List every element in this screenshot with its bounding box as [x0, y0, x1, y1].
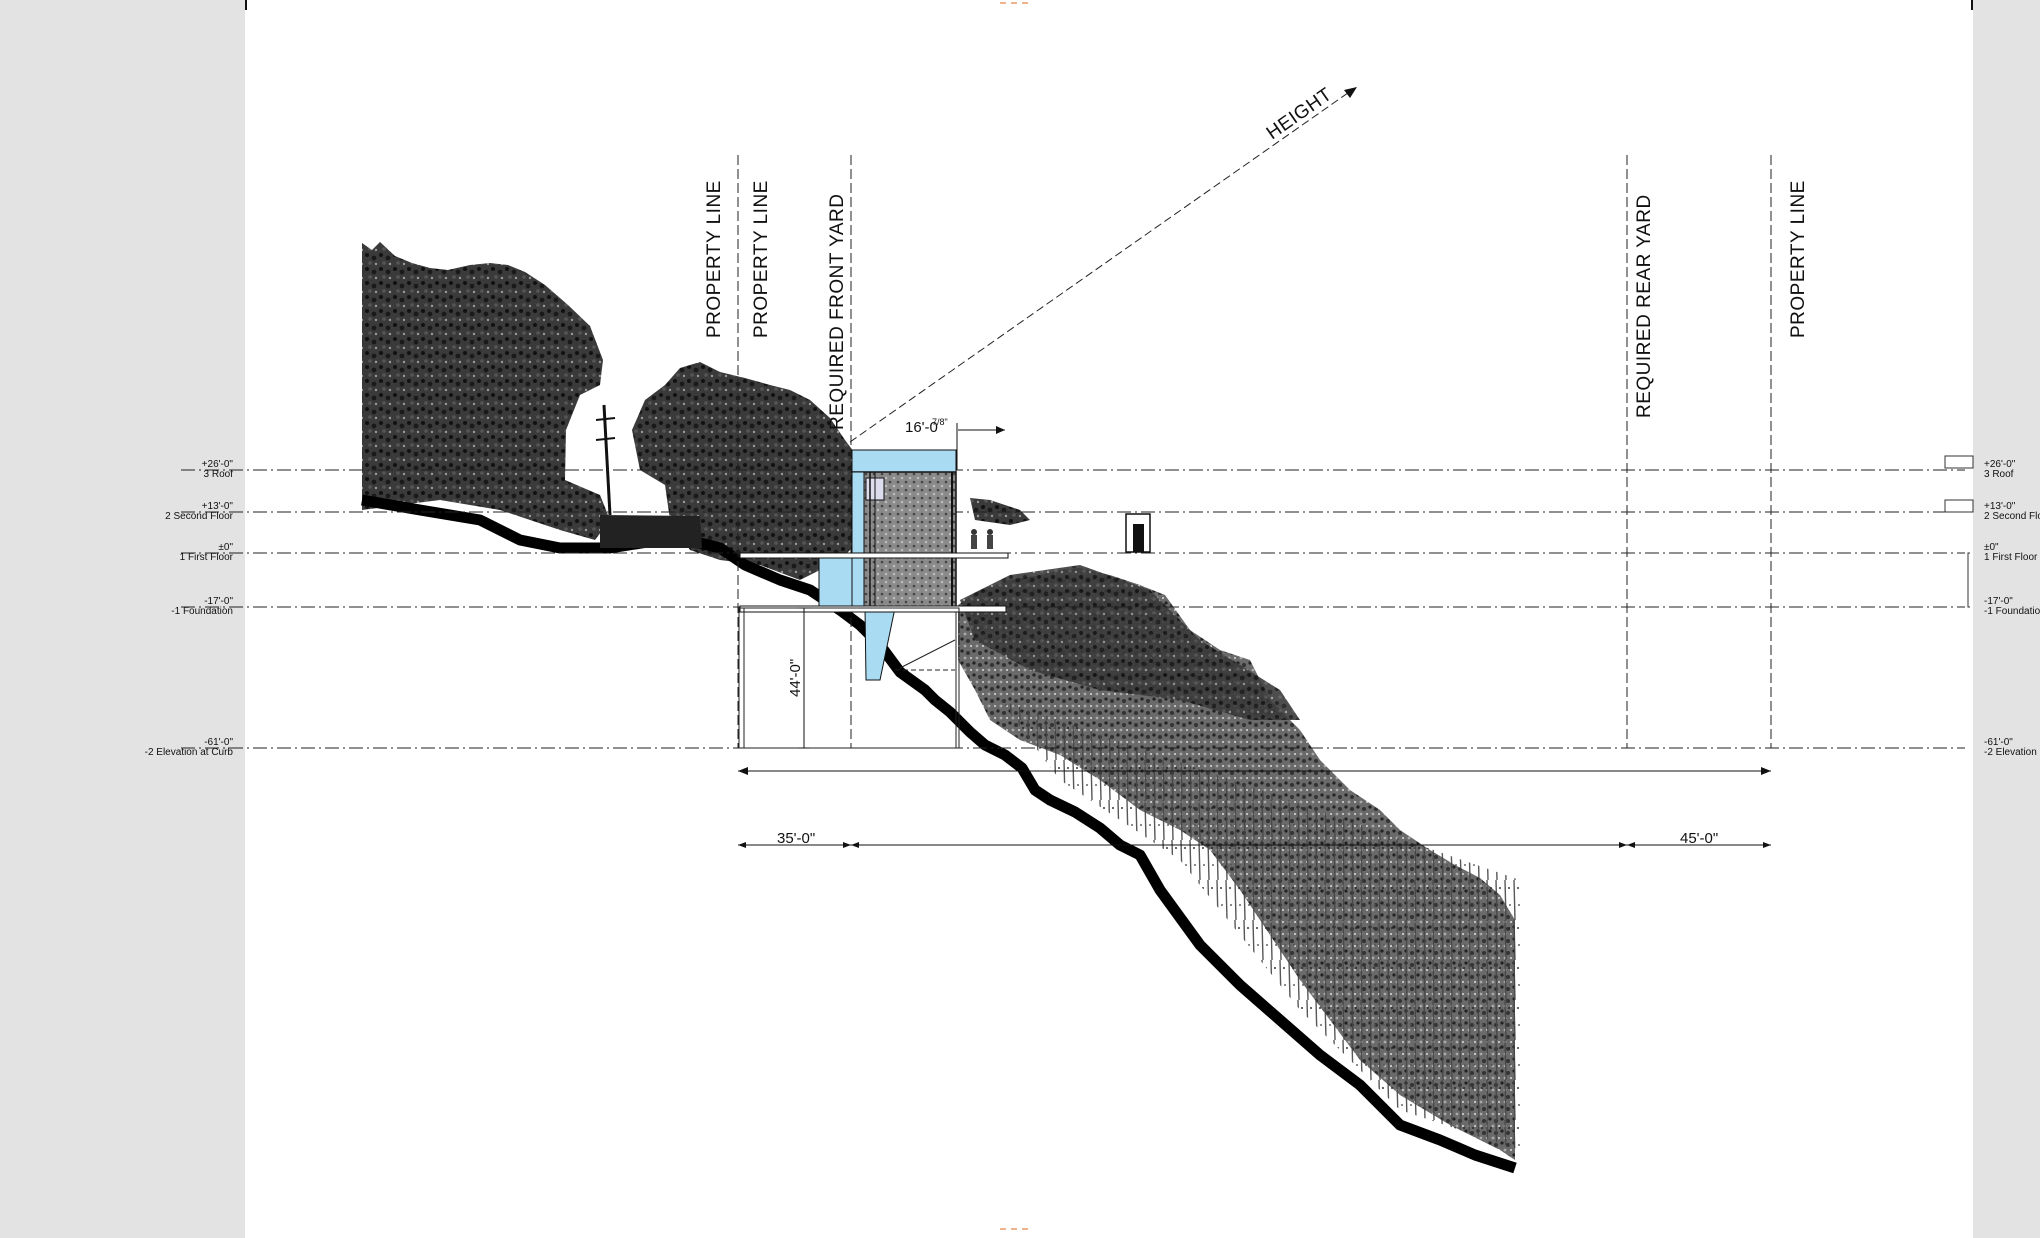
- level-4-name-right: -1 Foundation: [1984, 606, 2040, 617]
- level-3-name-right: 1 First Floor: [1984, 552, 2038, 563]
- height-plane: HEIGHT: [849, 84, 1357, 443]
- level-5-elev: -61'-0": [204, 737, 233, 748]
- level-1-name: 3 Roof: [204, 469, 234, 480]
- floor-slab-foundation: [739, 605, 1007, 613]
- level-2-name: 2 Second Floor: [165, 511, 233, 522]
- overhang-dimension: 16'-0: [905, 419, 938, 436]
- road-surface: [600, 515, 702, 548]
- level-tag-roof: [1944, 455, 1974, 469]
- property-line-label-a: PROPERTY LINE: [704, 180, 725, 338]
- rear-setback-dimension: 45'-0": [1680, 830, 1718, 847]
- tree-trunks-slope: [1000, 700, 1520, 1150]
- front-setback-dimension: 35'-0": [777, 830, 815, 847]
- level-labels-left: +26'-0" 3 Roof +13'-0" 2 Second Floor ±0…: [145, 459, 234, 758]
- level-3-elev: ±0": [218, 542, 233, 553]
- top-resize-handle[interactable]: [1000, 2, 1028, 10]
- level-2-elev-right: +13'-0": [1984, 501, 2016, 512]
- level-labels-right: +26'-0" 3 Roof +13'-0" 2 Second Flo ±0" …: [1944, 455, 2040, 758]
- level-lines: [181, 469, 1965, 749]
- building-glass-side: [851, 471, 865, 609]
- property-line-label-b: PROPERTY LINE: [751, 180, 772, 338]
- level-4-elev-right: -17'-0": [1984, 596, 2013, 607]
- bottom-resize-handle[interactable]: [1000, 1228, 1028, 1236]
- utility-pole: [602, 404, 612, 516]
- level-4-name: -1 Foundation: [171, 606, 233, 617]
- property-line-rear-label: PROPERTY LINE: [1788, 180, 1809, 338]
- front-yard-label: REQUIRED FRONT YARD: [827, 194, 848, 430]
- level-5-name: -2 Elevation at Curb: [145, 747, 234, 758]
- level-2-name-right: 2 Second Flo: [1984, 511, 2040, 522]
- floor-slab-first: [739, 552, 1009, 559]
- building-glass-lower: [818, 552, 853, 610]
- tree-mass-left: [362, 242, 610, 540]
- building-pier-glass: [864, 607, 896, 681]
- level-tag-bracket: [1967, 552, 1970, 608]
- level-1-elev: +26'-0": [202, 459, 234, 470]
- tree-canopy-dark-slope: [960, 565, 1300, 720]
- level-2-elev: +13'-0": [202, 501, 234, 512]
- level-tag-second: [1944, 499, 1974, 513]
- dimension-annotations: [738, 423, 1771, 848]
- vegetation-point-cloud: [362, 242, 1520, 1160]
- overhang-dimension-fraction: 7/8": [932, 417, 948, 427]
- foundation-wall: [738, 607, 960, 749]
- level-3-elev-right: ±0": [1984, 542, 1999, 553]
- building-section: [738, 449, 1151, 749]
- rear-yard-label: REQUIRED REAR YARD: [1634, 194, 1655, 418]
- level-1-elev-right: +26'-0": [1984, 459, 2016, 470]
- building-glass-upper: [851, 449, 957, 473]
- setback-lines: [737, 155, 1772, 748]
- level-5-name-right: -2 Elevation a: [1984, 747, 2040, 758]
- people-figures: [971, 529, 993, 549]
- level-1-name-right: 3 Roof: [1984, 469, 2014, 480]
- vertical-dimension: 44'-0": [787, 659, 804, 697]
- level-5-elev-right: -61'-0": [1984, 737, 2013, 748]
- level-3-name: 1 First Floor: [180, 552, 234, 563]
- level-4-elev: -17'-0": [204, 596, 233, 607]
- height-label: HEIGHT: [1263, 84, 1336, 144]
